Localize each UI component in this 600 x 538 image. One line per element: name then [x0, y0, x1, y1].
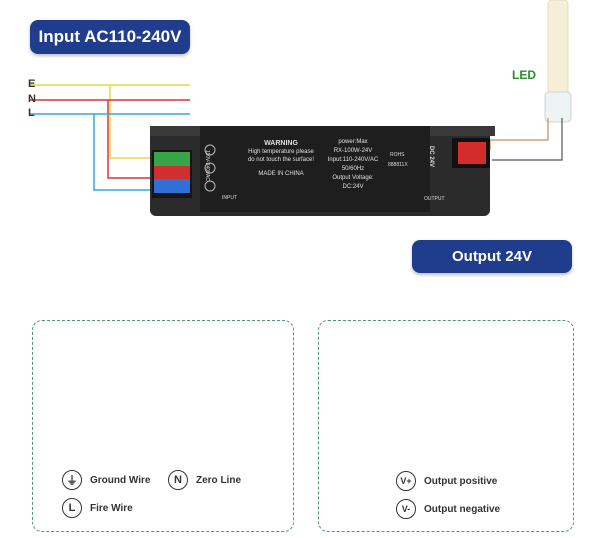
output-closeup-panel: [318, 320, 574, 532]
wire-e: [30, 84, 160, 159]
wire-label-l: L: [28, 107, 35, 119]
made-in: MADE IN CHINA: [258, 171, 304, 177]
led-connector: [544, 91, 572, 123]
wire-label-e: E: [28, 78, 36, 90]
input-spec: Input:110-240V/AC: [327, 157, 379, 163]
legend-output-positive: V+ Output positive: [396, 471, 497, 491]
fire-wire-icon: L: [62, 498, 82, 518]
legend-output-negative: V- Output negative: [396, 499, 500, 519]
dc-label: DC:24V: [342, 184, 364, 190]
output-voltage-label: Output Voltage:: [332, 175, 374, 181]
terminal-neutral: [154, 166, 190, 179]
driver-body: [150, 126, 495, 216]
wire-n-drop: [107, 100, 160, 179]
legend-ground-label: Ground Wire: [90, 474, 151, 486]
negative-icon: V-: [396, 499, 416, 519]
terminal-output: [458, 142, 486, 164]
positive-icon: V+: [396, 471, 416, 491]
output-wire-negative: [492, 118, 563, 161]
led-label: LED: [512, 68, 536, 82]
ground-icon: ⏚: [62, 470, 82, 490]
legend-output-positive-label: Output positive: [424, 475, 498, 487]
wire-l-drop: [93, 114, 160, 191]
input-arrow-label: INPUT: [222, 195, 237, 201]
warning-text-1: High temperature please: [248, 149, 314, 155]
output-arrow-label: OUTPUT: [424, 196, 445, 202]
power-label: power:Max: [338, 139, 368, 145]
warning-text-2: do not touch the surface!: [247, 157, 315, 163]
rohs-label: ROHS: [390, 152, 405, 158]
driver-label: WARNING High temperature please do not t…: [236, 140, 326, 178]
input-side-label: 110V-240VAC: [204, 150, 210, 181]
legend-zero-line-label: Zero Line: [196, 474, 242, 486]
serial-label: 888811X: [388, 162, 408, 168]
legend-fire-wire: L Fire Wire: [62, 498, 133, 518]
zero-line-icon: N: [168, 470, 188, 490]
output-wire-positive: [489, 118, 549, 150]
freq-label: 50/60Hz: [341, 166, 365, 172]
legend-zero-line: N Zero Line: [168, 470, 241, 490]
legend-fire-wire-label: Fire Wire: [90, 502, 133, 514]
output-voltage-badge: Output 24V: [412, 240, 572, 273]
dc-side-label: DC 24V: [428, 146, 434, 168]
legend-output-negative-label: Output negative: [424, 503, 501, 515]
model-label: RX-100W-24V: [333, 148, 373, 154]
legend-ground: ⏚ Ground Wire: [62, 470, 150, 490]
terminal-live: [154, 179, 190, 193]
wire-label-n: N: [28, 93, 36, 105]
driver-spec: power:Max RX-100W-24V Input:110-240V/AC …: [318, 138, 388, 192]
warning-title: WARNING: [264, 140, 298, 147]
terminal-ground: [154, 152, 190, 166]
input-voltage-badge: Input AC110-240V: [30, 20, 190, 54]
led-strip: [547, 0, 569, 101]
input-closeup-panel: [32, 320, 294, 532]
